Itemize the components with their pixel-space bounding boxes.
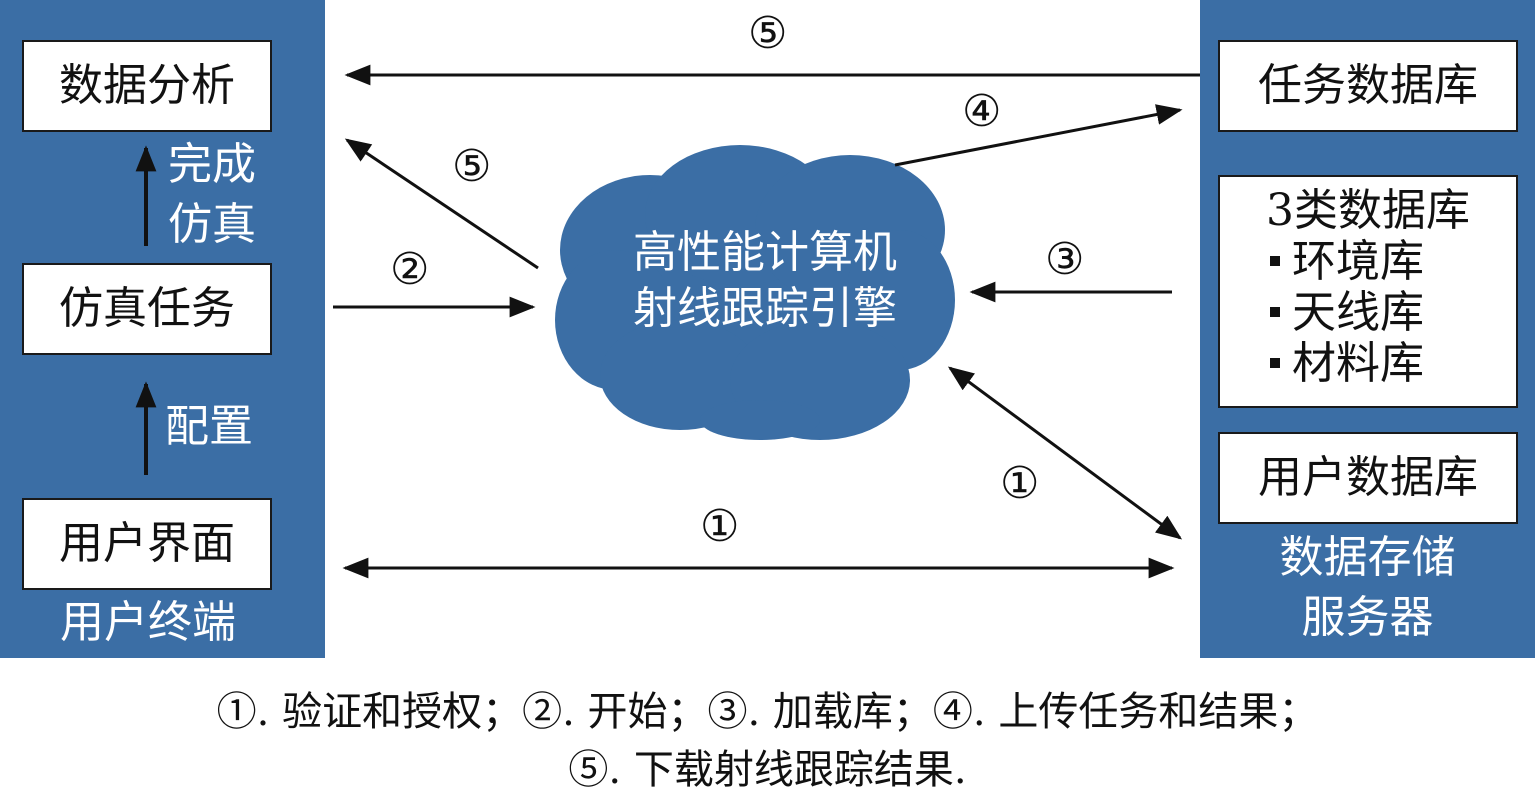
task-db-label: 任务数据库: [1258, 59, 1478, 111]
step4-label: ④: [962, 86, 1002, 137]
data-analysis-box: 数据分析: [22, 40, 272, 132]
list-item: 环境库: [1220, 236, 1516, 287]
edge-complete-line2: 仿真: [168, 199, 256, 250]
bullet-icon: [1270, 357, 1280, 368]
step1-bottom-label: ①: [700, 501, 740, 552]
user-terminal-label: 用户终端: [60, 597, 236, 648]
step5-diag-label: ⑤: [452, 141, 492, 192]
cloud-shape: [555, 145, 955, 440]
user-db-label: 用户数据库: [1258, 451, 1478, 503]
user-interface-box: 用户界面: [22, 498, 272, 590]
bullet-icon: [1270, 306, 1280, 317]
caption-line2: ⑤. 下载射线跟踪结果.: [568, 747, 967, 793]
cloud-label-line2: 射线跟踪引擎: [633, 283, 897, 334]
step3-label: ③: [1045, 234, 1085, 285]
edge-complete-line1: 完成: [168, 139, 256, 190]
task-db-box: 任务数据库: [1218, 40, 1518, 132]
sim-task-box: 仿真任务: [22, 263, 272, 355]
arrow-step4: [894, 104, 1183, 167]
bullet-icon: [1270, 255, 1280, 266]
step2-label: ②: [390, 244, 430, 295]
caption-line1: ①. 验证和授权；②. 开始；③. 加载库；④. 上传任务和结果；: [216, 689, 1319, 735]
list-item: 天线库: [1220, 287, 1516, 338]
storage-server-label-line2: 服务器: [1301, 592, 1434, 643]
user-interface-label: 用户界面: [59, 517, 235, 569]
step1-diag-label: ①: [1000, 458, 1040, 509]
cloud-label-line1: 高性能计算机: [633, 227, 897, 278]
three-db-title: 3类数据库: [1266, 185, 1470, 236]
edge-configure: 配置: [165, 401, 253, 452]
sim-task-label: 仿真任务: [59, 282, 235, 334]
arrow-step1-diag: [947, 366, 1183, 540]
arrow-step5-diag: [344, 138, 539, 270]
storage-server-label-line1: 数据存储: [1279, 532, 1456, 583]
cloud-label: 高性能计算机 射线跟踪引擎: [560, 225, 970, 337]
list-item: 材料库: [1220, 338, 1516, 389]
data-analysis-label: 数据分析: [59, 59, 235, 111]
step5-top-label: ⑤: [748, 8, 788, 59]
three-db-box: 3类数据库 环境库 天线库 材料库: [1218, 175, 1518, 408]
user-db-box: 用户数据库: [1218, 432, 1518, 524]
